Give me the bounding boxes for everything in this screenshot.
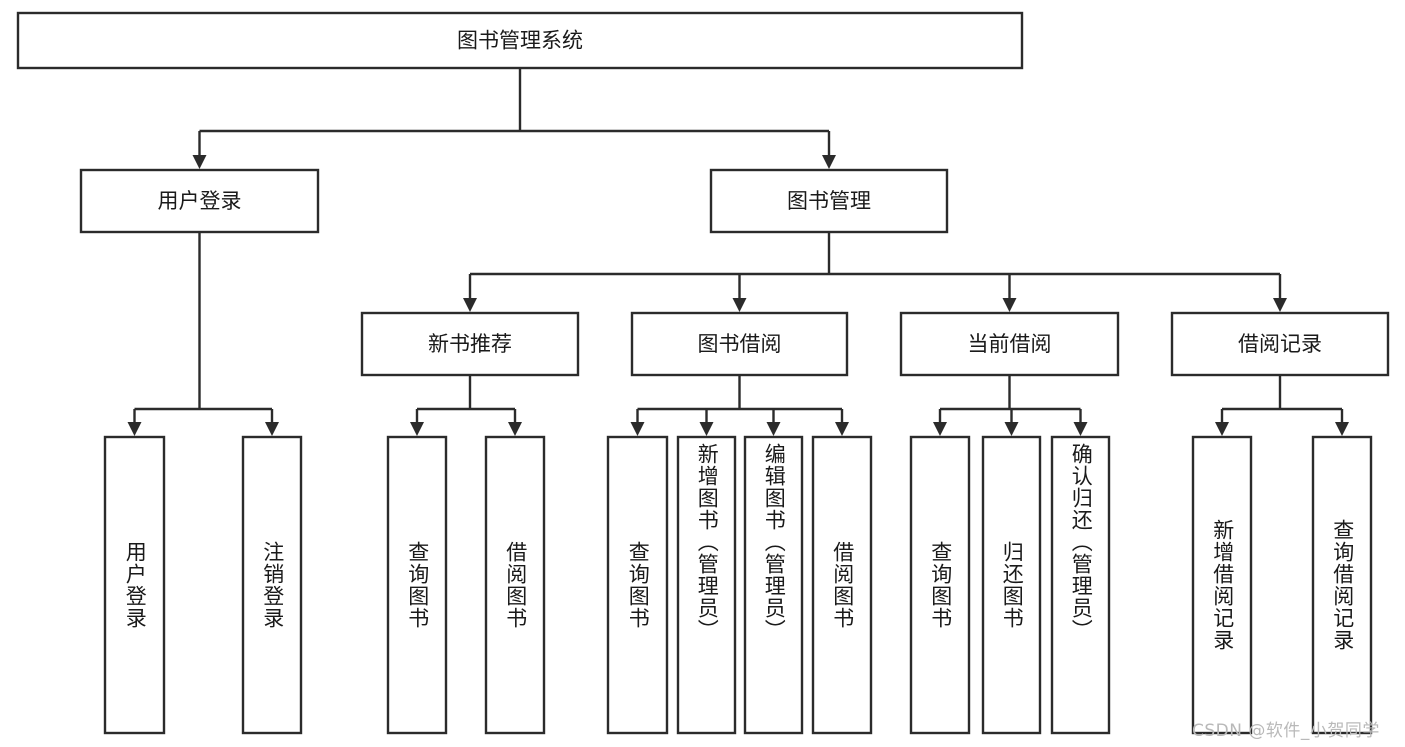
node-box-book-manage[interactable] [709, 168, 949, 234]
node-box-leaf-add-record[interactable] [1191, 435, 1253, 735]
boxes-layer [16, 11, 1390, 735]
node-box-leaf-logout[interactable] [241, 435, 303, 735]
node-label-root: 图书管理系统 [457, 29, 583, 53]
arrow-head-icon [630, 422, 645, 436]
csdn-watermark: CSDN @软件_小贺同学 [1192, 721, 1380, 741]
node-box-leaf-borrow-book-1[interactable] [484, 435, 546, 735]
arrow-head-icon [1335, 422, 1349, 436]
node-box-leaf-add-book[interactable] [676, 435, 737, 735]
arrow-head-icon [1273, 298, 1287, 312]
node-box-leaf-edit-book[interactable] [743, 435, 804, 735]
node-label-borrow-record: 借阅记录 [1238, 332, 1322, 356]
arrow-head-icon [699, 422, 714, 436]
arrow-head-icon [410, 422, 424, 436]
node-box-leaf-borrow-book-2[interactable] [811, 435, 873, 735]
arrow-head-icon [1073, 422, 1088, 436]
node-box-leaf-query-book-1[interactable] [386, 435, 448, 735]
node-label-current-borrow: 当前借阅 [968, 332, 1052, 356]
node-box-new-book-recommend[interactable] [360, 311, 580, 377]
node-box-user-login[interactable] [79, 168, 320, 234]
arrow-head-icon [933, 422, 947, 436]
arrow-head-icon [508, 422, 522, 436]
node-label-book-manage: 图书管理 [787, 189, 871, 213]
node-label-user-login: 用户登录 [158, 189, 242, 213]
arrow-head-icon [1215, 422, 1229, 436]
node-box-leaf-user-login[interactable] [103, 435, 166, 735]
arrow-head-icon [1004, 422, 1019, 436]
arrow-head-icon [265, 422, 279, 436]
node-box-borrow-record[interactable] [1170, 311, 1390, 377]
node-box-leaf-confirm-return[interactable] [1050, 435, 1111, 735]
arrow-head-icon [192, 155, 207, 169]
arrow-head-icon [1002, 298, 1017, 312]
arrow-head-icon [822, 155, 836, 169]
arrow-head-icon [463, 298, 477, 312]
node-box-book-borrow[interactable] [630, 311, 849, 377]
arrow-head-icon [732, 298, 747, 312]
connectors-layer [127, 68, 1349, 436]
node-box-current-borrow[interactable] [899, 311, 1120, 377]
node-label-book-borrow: 图书借阅 [698, 332, 782, 356]
node-box-leaf-query-record[interactable] [1311, 435, 1373, 735]
node-box-leaf-query-book-3[interactable] [909, 435, 971, 735]
node-box-leaf-return-book[interactable] [981, 435, 1042, 735]
node-box-root[interactable] [16, 11, 1024, 70]
arrow-head-icon [127, 422, 142, 436]
node-box-leaf-query-book-2[interactable] [606, 435, 669, 735]
arrow-head-icon [835, 422, 849, 436]
arrow-head-icon [766, 422, 781, 436]
node-label-new-book-recommend: 新书推荐 [428, 332, 512, 356]
